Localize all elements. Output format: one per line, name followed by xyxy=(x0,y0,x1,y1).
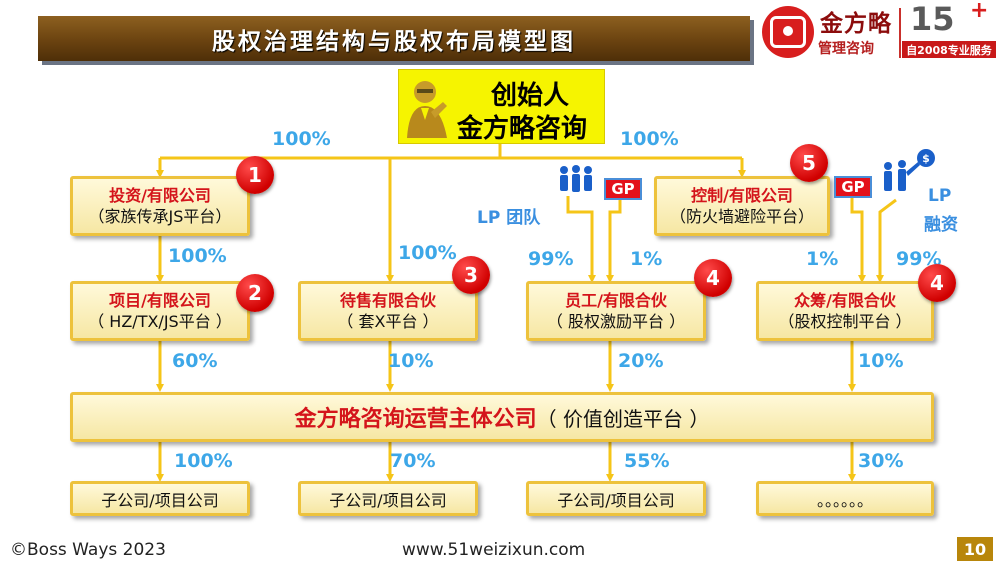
subsidiary-label-3: 子公司/项目公司 xyxy=(557,490,675,510)
pct-pending-to-main: 10% xyxy=(388,350,434,372)
pct-to-pending: 100% xyxy=(398,242,457,264)
subsidiary-label-2: 子公司/项目公司 xyxy=(329,490,447,510)
logo-plus: + xyxy=(970,0,989,23)
team-people-icon xyxy=(560,165,592,192)
control-company-title: 控制/有限公司 xyxy=(691,185,793,205)
crowd-partnership-title: 众筹/有限合伙 xyxy=(794,290,896,310)
main-company-subtitle: （ 价值创造平台 ） xyxy=(536,406,710,431)
title-bar: 股权治理结构与股权布局模型图 xyxy=(38,16,750,61)
pct-founder-right: 100% xyxy=(620,128,679,150)
project-company-box: 项目/有限公司 （ HZ/TX/JS平台 ） xyxy=(70,281,250,341)
founder-portrait-icon xyxy=(403,76,453,138)
footer-website: www.51weizixun.com xyxy=(402,540,586,560)
founder-box: 创始人 金方略咨询 xyxy=(398,69,605,144)
pct-lp-team-to-staff: 99% xyxy=(528,248,574,270)
page-number: 10 xyxy=(957,537,993,561)
logo-badge: 自2008专业服务 xyxy=(902,41,996,58)
logo-brand: 金方略 xyxy=(820,10,892,37)
pct-gp-to-staff: 1% xyxy=(630,248,663,270)
lp-team-label: LP 团队 xyxy=(477,208,541,228)
lp-finance-label-2: 融资 xyxy=(924,215,958,235)
badge-crowd: 4 xyxy=(918,264,956,302)
main-company-title: 金方略咨询运营主体公司 xyxy=(294,407,537,432)
pct-founder-left: 100% xyxy=(272,128,331,150)
pct-main-to-sub3: 55% xyxy=(624,450,670,472)
pct-main-to-sub1: 100% xyxy=(174,450,233,472)
subsidiary-box-1: 子公司/项目公司 xyxy=(70,481,250,516)
invest-company-subtitle: （家族传承JS平台） xyxy=(88,206,232,226)
staff-partnership-box: 员工/有限合伙 （ 股权激励平台 ） xyxy=(526,281,706,341)
subsidiary-label-4: 。。。。。。 xyxy=(816,490,873,510)
gp-label-right: GP xyxy=(834,176,872,198)
staff-partnership-subtitle: （ 股权激励平台 ） xyxy=(546,311,686,331)
pending-partnership-subtitle: （ 套X平台 ） xyxy=(337,311,439,331)
founder-company: 金方略咨询 xyxy=(457,114,588,144)
project-company-subtitle: （ HZ/TX/JS平台 ） xyxy=(88,311,232,331)
gp-label-left: GP xyxy=(604,178,642,200)
invest-company-title: 投资/有限公司 xyxy=(109,185,211,205)
subsidiary-label-1: 子公司/项目公司 xyxy=(101,490,219,510)
pct-staff-to-main: 20% xyxy=(618,350,664,372)
subsidiary-box-2: 子公司/项目公司 xyxy=(298,481,478,516)
pct-main-to-sub2: 70% xyxy=(390,450,436,472)
control-company-subtitle: （防火墙避险平台） xyxy=(669,206,814,226)
pct-main-to-sub4: 30% xyxy=(858,450,904,472)
pct-crowd-to-main: 10% xyxy=(858,350,904,372)
main-operating-company-box: 金方略咨询运营主体公司 （ 价值创造平台 ） xyxy=(70,392,934,442)
pct-invest-to-project: 100% xyxy=(168,245,227,267)
subsidiary-box-4: 。。。。。。 xyxy=(756,481,934,516)
crowd-partnership-subtitle: （股权控制平台 ） xyxy=(778,311,912,331)
subsidiary-box-3: 子公司/项目公司 xyxy=(526,481,706,516)
badge-control: 5 xyxy=(790,144,828,182)
page-title: 股权治理结构与股权布局模型图 xyxy=(212,28,576,55)
lp-finance-label-1: LP xyxy=(928,186,952,206)
badge-project: 2 xyxy=(236,274,274,312)
pending-partnership-title: 待售有限合伙 xyxy=(339,290,436,310)
invest-company-box: 投资/有限公司 （家族传承JS平台） xyxy=(70,176,250,236)
logo-subtitle: 管理咨询 xyxy=(818,41,874,57)
crowd-partnership-box: 众筹/有限合伙 （股权控制平台 ） xyxy=(756,281,934,341)
badge-pending: 3 xyxy=(452,256,490,294)
investor-money-icon: $ xyxy=(884,149,935,191)
logo-years: 15 xyxy=(910,0,955,38)
badge-invest: 1 xyxy=(236,156,274,194)
control-company-box: 控制/有限公司 （防火墙避险平台） xyxy=(654,176,830,236)
staff-partnership-title: 员工/有限合伙 xyxy=(565,290,667,310)
logo: 金方略 管理咨询 15 + 自2008专业服务 xyxy=(762,0,996,60)
footer-copyright: ©Boss Ways 2023 xyxy=(10,540,166,560)
badge-staff: 4 xyxy=(694,259,732,297)
pct-project-to-main: 60% xyxy=(172,350,218,372)
pending-partnership-box: 待售有限合伙 （ 套X平台 ） xyxy=(298,281,478,341)
project-company-title: 项目/有限公司 xyxy=(109,290,211,310)
logo-seal-icon xyxy=(762,6,814,58)
svg-text:$: $ xyxy=(922,152,930,165)
pct-gp-to-crowd: 1% xyxy=(806,248,839,270)
founder-title: 创始人 xyxy=(491,81,570,111)
logo-divider xyxy=(899,8,901,58)
